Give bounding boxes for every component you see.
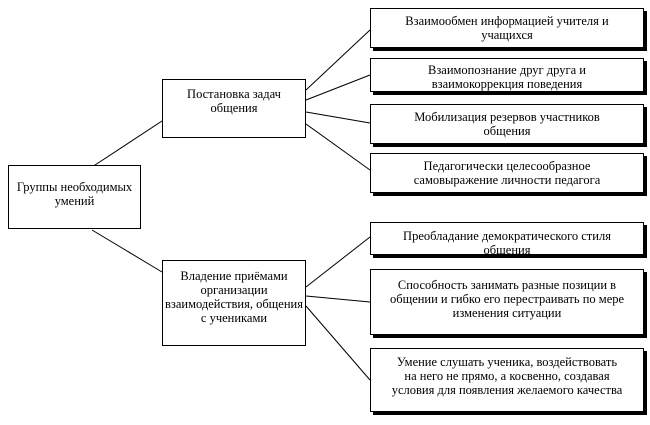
leaf-label: Преобладание демократического стиля обще… bbox=[403, 229, 611, 255]
connector-root-to-branch-2 bbox=[91, 229, 163, 273]
branch-node-interaction-skills: Владение приёмами организации взаимодейс… bbox=[162, 260, 306, 346]
connector-branch-2-to-child-2 bbox=[305, 295, 371, 303]
leaf-label: Взаимопознание друг друга и взаимокоррек… bbox=[428, 63, 586, 91]
leaf-node: Умение слушать ученика, воздействовать н… bbox=[370, 348, 644, 412]
leaf-node: Преобладание демократического стиля обще… bbox=[370, 222, 644, 255]
connector-branch-2-to-child-1 bbox=[305, 236, 371, 288]
connector-root-to-branch-1 bbox=[91, 120, 163, 168]
branch-node-task-setting: Постановка задач общения bbox=[162, 79, 306, 138]
leaf-node: Взаимообмен информацией учителя и учащих… bbox=[370, 8, 644, 48]
leaf-label: Взаимообмен информацией учителя и учащих… bbox=[405, 14, 609, 42]
leaf-label: Умение слушать ученика, воздействовать н… bbox=[391, 355, 623, 397]
leaf-node: Педагогически целесообразное самовыражен… bbox=[370, 153, 644, 193]
leaf-label: Педагогически целесообразное самовыражен… bbox=[413, 159, 601, 187]
leaf-node: Мобилизация резервов участников общения bbox=[370, 104, 644, 144]
branch-label: Постановка задач общения bbox=[187, 87, 281, 115]
connector-branch-2-to-child-3 bbox=[305, 305, 371, 381]
connector-branch-1-to-child-4 bbox=[305, 123, 371, 171]
root-label: Группы необходимых умений bbox=[16, 180, 133, 208]
connector-branch-1-to-child-3 bbox=[305, 111, 371, 124]
root-node: Группы необходимых умений bbox=[8, 165, 141, 229]
branch-label: Владение приёмами организации взаимодейс… bbox=[165, 269, 303, 325]
leaf-label: Способность занимать разные позиции в об… bbox=[389, 278, 625, 320]
leaf-node: Взаимопознание друг друга и взаимокоррек… bbox=[370, 58, 644, 92]
leaf-label: Мобилизация резервов участников общения bbox=[414, 110, 600, 138]
connector-branch-1-to-child-2 bbox=[305, 74, 371, 101]
leaf-node: Способность занимать разные позиции в об… bbox=[370, 269, 644, 335]
connector-branch-1-to-child-1 bbox=[305, 29, 371, 91]
